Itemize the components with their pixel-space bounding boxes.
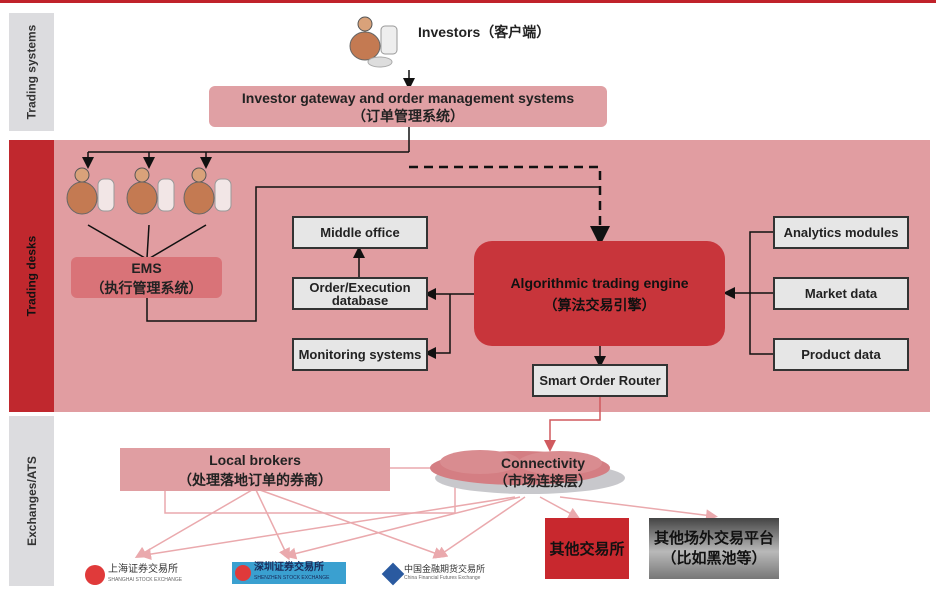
exchange-name: 深圳证券交易所 xyxy=(254,562,324,573)
gateway-oms-box: Investor gateway and order management sy… xyxy=(209,86,607,127)
order-db-line2: database xyxy=(331,292,389,308)
other-exchanges-label: 其他交易所 xyxy=(549,541,625,558)
dashed-arrow-to-engine xyxy=(409,165,610,246)
exchange-name: 中国金融期货交易所 xyxy=(404,564,486,574)
investor-at-computer-icon xyxy=(349,16,398,68)
szse-logo: 深圳证券交易所 SHENZHEN STOCK EXCHANGE xyxy=(232,562,346,584)
monitoring-label: Monitoring systems xyxy=(298,347,422,362)
connectivity-title: Connectivity xyxy=(500,455,585,471)
exchange-sub: China Financial Futures Exchange xyxy=(404,575,481,581)
middle-office-label: Middle office xyxy=(320,225,400,240)
otc-line2: （比如黑池等） xyxy=(661,549,767,567)
trader-at-computer-icon xyxy=(183,167,232,215)
local-brokers-subtitle: （处理落地订单的券商） xyxy=(178,471,332,488)
ems-box: EMS （执行管理系统） xyxy=(71,257,222,298)
otc-platforms-box: 其他场外交易平台 （比如黑池等） xyxy=(649,518,779,579)
cffex-emblem-icon xyxy=(381,562,405,586)
market-data-box: Market data xyxy=(773,277,909,310)
top-accent-bar xyxy=(0,0,936,3)
sse-logo: 上海证券交易所 SHANGHAI STOCK EXCHANGE xyxy=(85,565,182,585)
ems-subtitle: （执行管理系统） xyxy=(90,279,203,296)
input-label: Analytics modules xyxy=(783,225,899,240)
monitoring-box: Monitoring systems xyxy=(292,338,428,371)
ems-title: EMS xyxy=(131,259,162,276)
sor-label: Smart Order Router xyxy=(539,373,661,388)
trader-at-computer-icon xyxy=(66,167,115,215)
smart-order-router-box: Smart Order Router xyxy=(532,364,668,397)
engine-subtitle: （算法交易引擎） xyxy=(543,296,656,313)
input-label: Market data xyxy=(804,286,878,301)
order-db-box: Order/Execution database xyxy=(292,277,428,310)
lane-trading-desks: Trading desks xyxy=(9,140,54,412)
algo-engine-box: Algorithmic trading engine （算法交易引擎） xyxy=(474,241,725,346)
exchange-sub: SHANGHAI STOCK EXCHANGE xyxy=(108,577,183,583)
local-brokers-box: Local brokers （处理落地订单的券商） xyxy=(120,448,390,491)
szse-emblem-icon xyxy=(235,565,251,581)
middle-office-box: Middle office xyxy=(292,216,428,249)
engine-title: Algorithmic trading engine xyxy=(510,274,689,291)
analytics-modules-box: Analytics modules xyxy=(773,216,909,249)
otc-line1: 其他场外交易平台 xyxy=(653,529,774,547)
cffex-logo: 中国金融期货交易所 China Financial Futures Exchan… xyxy=(381,562,486,586)
sse-emblem-icon xyxy=(85,565,105,585)
product-data-box: Product data xyxy=(773,338,909,371)
connectivity-cloud xyxy=(430,450,625,494)
connectivity-label: Connectivity （市场连接层） xyxy=(468,454,618,490)
local-brokers-title: Local brokers xyxy=(209,451,301,468)
gateway-title: Investor gateway and order management sy… xyxy=(241,89,575,106)
order-db-line1: Order/Execution xyxy=(309,279,411,295)
lane-trading-systems: Trading systems xyxy=(9,13,54,131)
exchange-name: 上海证券交易所 xyxy=(108,564,178,575)
connectivity-subtitle: （市场连接层） xyxy=(494,473,592,489)
exchange-sub: SHENZHEN STOCK EXCHANGE xyxy=(254,575,330,581)
lane-exchanges: Exchanges/ATS xyxy=(9,416,54,586)
trader-at-computer-icon xyxy=(126,167,175,215)
other-exchanges-box: 其他交易所 xyxy=(545,518,629,579)
investors-label: Investors（客户端） xyxy=(418,24,551,40)
gateway-subtitle: （订单管理系统） xyxy=(352,107,464,124)
input-label: Product data xyxy=(801,347,881,362)
